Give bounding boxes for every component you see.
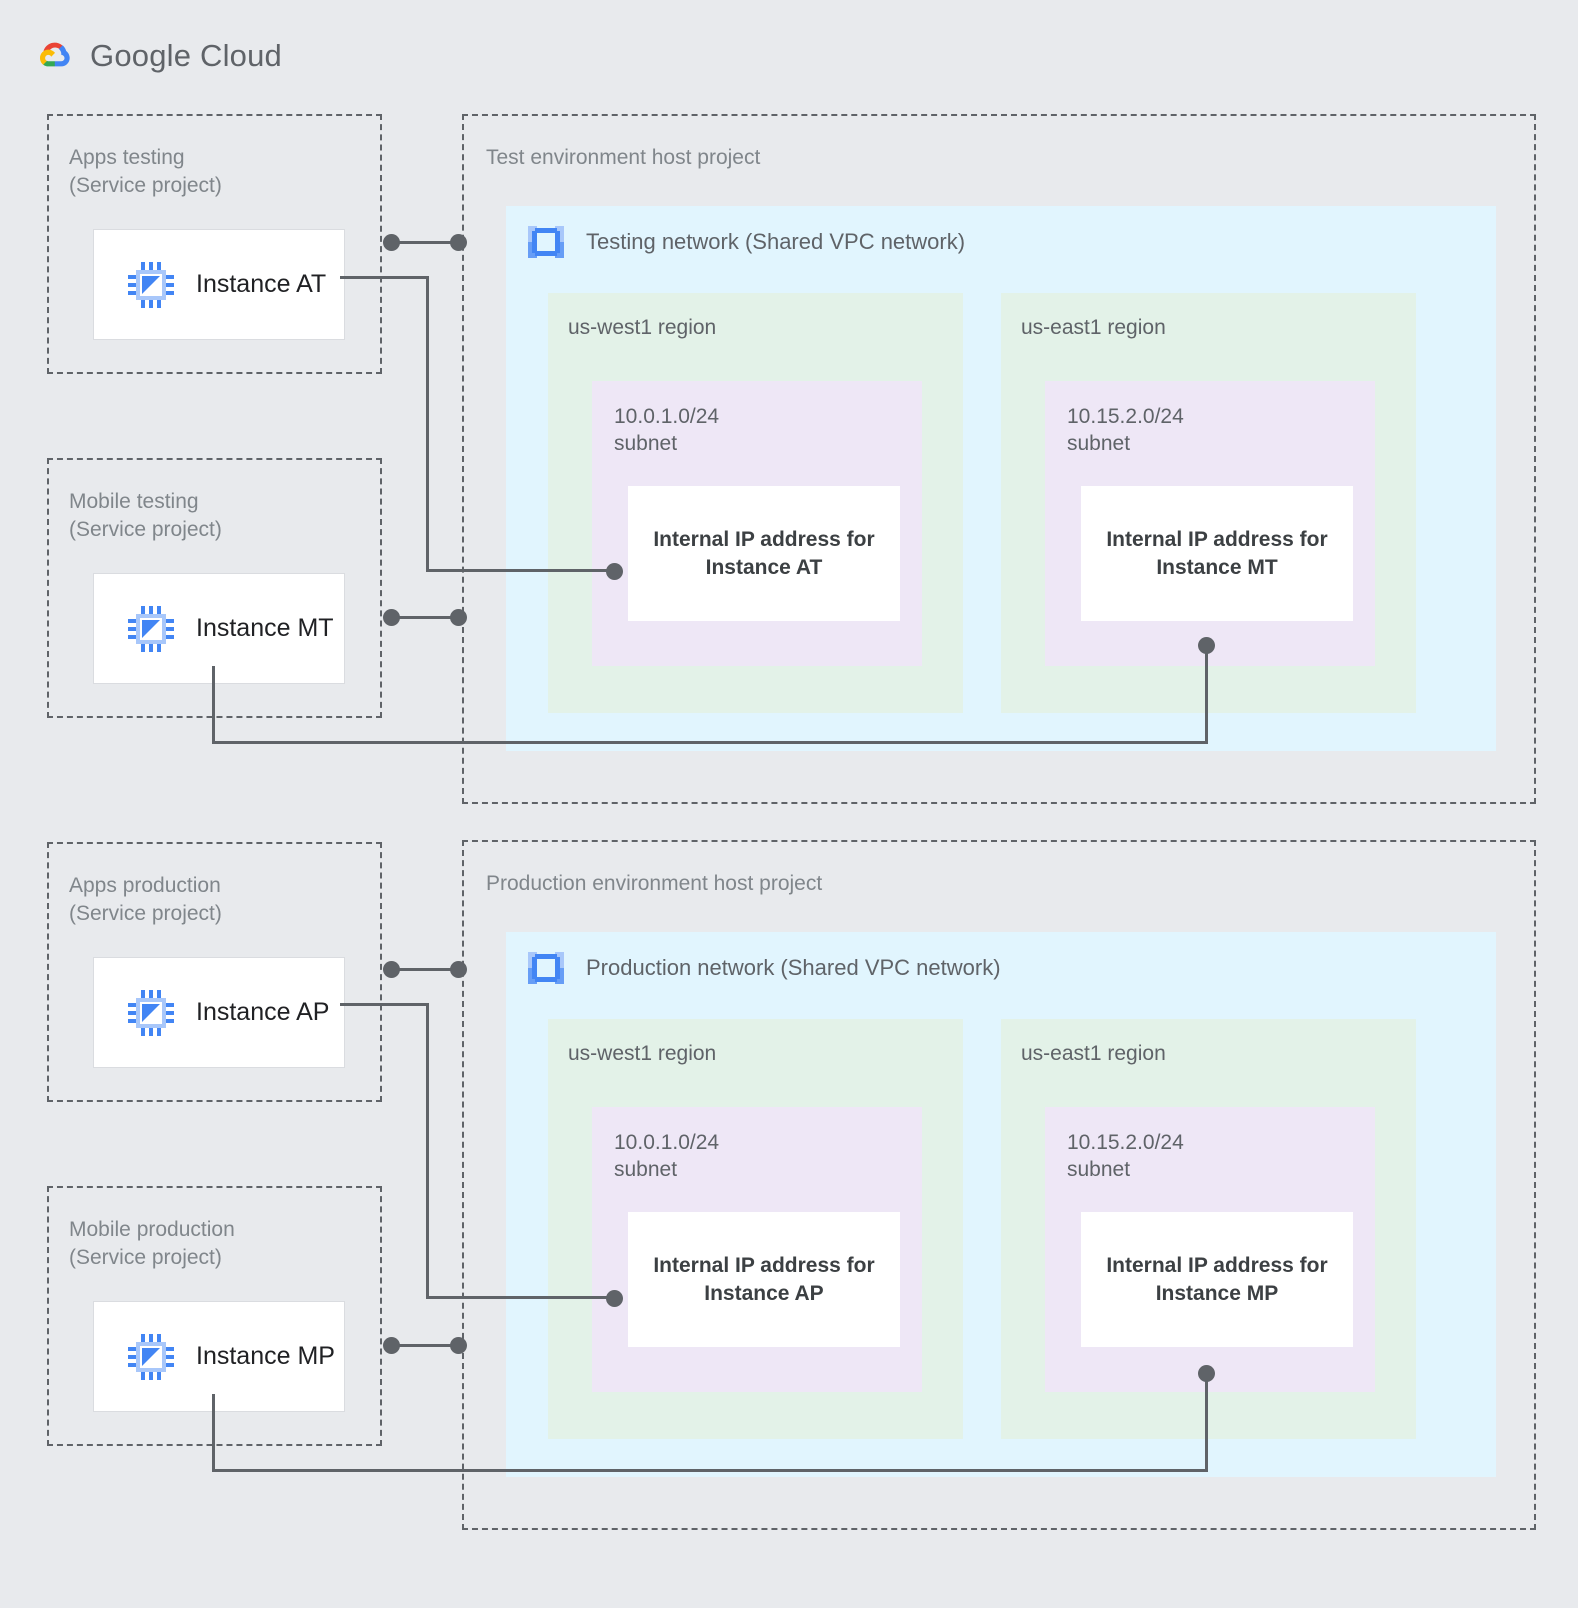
compute-instance-chip-icon bbox=[128, 989, 174, 1036]
host-project-test-environment: Test environment host project Testing ne… bbox=[462, 114, 1536, 804]
subnet-test-us-east1: 10.15.2.0/24 subnet Internal IP address … bbox=[1045, 381, 1375, 666]
connector-mt-to-ip-seg3 bbox=[1205, 646, 1208, 744]
host-project-production-environment: Production environment host project Prod… bbox=[462, 840, 1536, 1530]
subnet-test-us-west1-title: 10.0.1.0/24 subnet bbox=[614, 405, 720, 455]
instance-card-mt-label: Instance MT bbox=[196, 614, 334, 642]
subnet-test-us-west1: 10.0.1.0/24 subnet Internal IP address f… bbox=[592, 381, 922, 666]
service-project-mobile-production-title: Mobile production (Service project) bbox=[69, 1218, 235, 1269]
subnet-prod-us-east1-title: 10.15.2.0/24 subnet bbox=[1067, 1131, 1184, 1181]
region-prod-us-west1: us-west1 region 10.0.1.0/24 subnet Inter… bbox=[548, 1019, 963, 1439]
connector-dot-mp-right bbox=[450, 1337, 467, 1354]
connector-mt-attachment bbox=[391, 616, 459, 619]
host-project-test-environment-title: Test environment host project bbox=[486, 146, 761, 169]
region-test-us-east1: us-east1 region 10.15.2.0/24 subnet Inte… bbox=[1001, 293, 1416, 713]
connector-dot-ip-at bbox=[606, 563, 623, 580]
compute-instance-chip-icon bbox=[128, 1333, 174, 1380]
connector-at-attachment bbox=[391, 241, 459, 244]
connector-dot-ip-mp bbox=[1198, 1365, 1215, 1382]
network-testing-header: Testing network (Shared VPC network) bbox=[526, 222, 965, 262]
network-production-title: Production network (Shared VPC network) bbox=[586, 955, 1001, 980]
vpc-network-icon bbox=[526, 222, 566, 262]
region-prod-us-west1-title: us-west1 region bbox=[568, 1042, 717, 1065]
internal-ip-instance-mp: Internal IP address for Instance MP bbox=[1081, 1212, 1353, 1347]
connector-mt-to-ip-seg2 bbox=[212, 741, 1208, 744]
instance-card-at[interactable]: Instance AT bbox=[93, 229, 345, 340]
internal-ip-instance-ap: Internal IP address for Instance AP bbox=[628, 1212, 900, 1347]
google-cloud-logo: Google Cloud bbox=[32, 34, 282, 78]
service-project-apps-production-title: Apps production (Service project) bbox=[69, 874, 222, 925]
connector-mp-to-ip-seg1 bbox=[212, 1394, 215, 1472]
instance-card-mt[interactable]: Instance MT bbox=[93, 573, 345, 684]
instance-card-ap-label: Instance AP bbox=[196, 998, 330, 1026]
subnet-prod-us-west1-title: 10.0.1.0/24 subnet bbox=[614, 1131, 720, 1181]
internal-ip-instance-mt: Internal IP address for Instance MT bbox=[1081, 486, 1353, 621]
region-test-us-east1-title: us-east1 region bbox=[1021, 316, 1166, 339]
connector-ap-to-ip-seg1 bbox=[340, 1003, 429, 1006]
region-prod-us-east1-title: us-east1 region bbox=[1021, 1042, 1166, 1065]
connector-dot-ip-mt bbox=[1198, 637, 1215, 654]
service-project-apps-testing-title: Apps testing (Service project) bbox=[69, 146, 222, 197]
google-cloud-wordmark: Google Cloud bbox=[90, 38, 282, 74]
instance-card-at-label: Instance AT bbox=[196, 270, 327, 298]
connector-dot-at-left bbox=[383, 234, 400, 251]
region-test-us-west1-title: us-west1 region bbox=[568, 316, 717, 339]
host-project-production-environment-title: Production environment host project bbox=[486, 872, 823, 895]
network-production: Production network (Shared VPC network) … bbox=[506, 932, 1496, 1477]
connector-at-to-ip-seg1 bbox=[340, 276, 429, 279]
subnet-prod-us-west1: 10.0.1.0/24 subnet Internal IP address f… bbox=[592, 1107, 922, 1392]
connector-mt-to-ip-seg1 bbox=[212, 666, 215, 744]
service-project-mobile-testing-title: Mobile testing (Service project) bbox=[69, 490, 222, 541]
compute-instance-chip-icon bbox=[128, 261, 174, 308]
connector-dot-ap-left bbox=[383, 961, 400, 978]
connector-ap-to-ip-seg3 bbox=[426, 1296, 615, 1299]
internal-ip-instance-at: Internal IP address for Instance AT bbox=[628, 486, 900, 621]
connector-dot-ap-right bbox=[450, 961, 467, 978]
connector-mp-attachment bbox=[391, 1344, 459, 1347]
service-project-mobile-testing: Mobile testing (Service project) Instanc… bbox=[47, 458, 382, 718]
instance-card-ap[interactable]: Instance AP bbox=[93, 957, 345, 1068]
google-cloud-logo-icon bbox=[32, 34, 76, 78]
compute-instance-chip-icon bbox=[128, 605, 174, 652]
connector-mp-to-ip-seg2 bbox=[212, 1469, 1208, 1472]
connector-dot-mt-left bbox=[383, 609, 400, 626]
connector-mp-to-ip-seg3 bbox=[1205, 1374, 1208, 1472]
connector-ap-to-ip-seg2 bbox=[426, 1003, 429, 1298]
service-project-apps-production: Apps production (Service project) Instan… bbox=[47, 842, 382, 1102]
instance-card-mp-label: Instance MP bbox=[196, 1342, 335, 1370]
wordmark-google: Google bbox=[90, 38, 192, 73]
connector-ap-attachment bbox=[391, 968, 459, 971]
connector-dot-mp-left bbox=[383, 1337, 400, 1354]
connector-dot-ip-ap bbox=[606, 1290, 623, 1307]
connector-at-to-ip-seg3 bbox=[426, 569, 615, 572]
subnet-prod-us-east1: 10.15.2.0/24 subnet Internal IP address … bbox=[1045, 1107, 1375, 1392]
connector-dot-mt-right bbox=[450, 609, 467, 626]
instance-card-mp[interactable]: Instance MP bbox=[93, 1301, 345, 1412]
service-project-apps-testing: Apps testing (Service project) Instance … bbox=[47, 114, 382, 374]
subnet-test-us-east1-title: 10.15.2.0/24 subnet bbox=[1067, 405, 1184, 455]
wordmark-cloud: Cloud bbox=[200, 38, 282, 73]
network-production-header: Production network (Shared VPC network) bbox=[526, 948, 1001, 988]
connector-at-to-ip-seg2 bbox=[426, 276, 429, 571]
region-test-us-west1: us-west1 region 10.0.1.0/24 subnet Inter… bbox=[548, 293, 963, 713]
network-testing: Testing network (Shared VPC network) us-… bbox=[506, 206, 1496, 751]
network-testing-title: Testing network (Shared VPC network) bbox=[586, 229, 966, 254]
vpc-network-icon bbox=[526, 948, 566, 988]
connector-dot-at-right bbox=[450, 234, 467, 251]
